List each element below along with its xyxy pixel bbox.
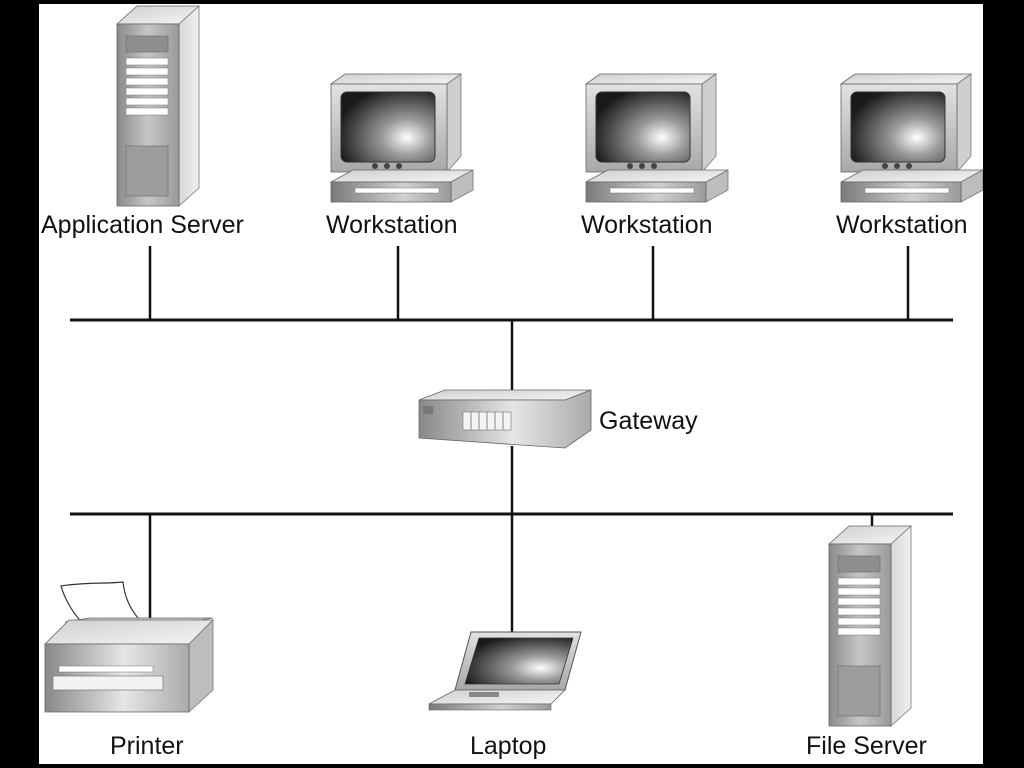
workstation-3-label: Workstation	[836, 211, 968, 239]
printer-label: Printer	[110, 732, 184, 760]
desktop-workstation-icon	[584, 73, 729, 203]
file-server-label: File Server	[806, 732, 927, 760]
gateway-router-icon	[418, 389, 592, 449]
network-diagram	[44, 5, 983, 727]
tower-server-icon	[827, 525, 913, 727]
app-server-label: Application Server	[41, 211, 244, 239]
tower-server-icon	[115, 5, 201, 207]
desktop-workstation-icon	[329, 73, 474, 203]
workstation-1-label: Workstation	[326, 211, 458, 239]
network-diagram-canvas: Application Server Workstation Workstati…	[39, 4, 983, 764]
printer-icon	[44, 581, 214, 713]
laptop-label: Laptop	[470, 732, 547, 760]
workstation-2-label: Workstation	[581, 211, 713, 239]
gateway-label: Gateway	[599, 407, 698, 435]
laptop-icon	[428, 631, 582, 711]
desktop-workstation-icon	[839, 73, 983, 203]
